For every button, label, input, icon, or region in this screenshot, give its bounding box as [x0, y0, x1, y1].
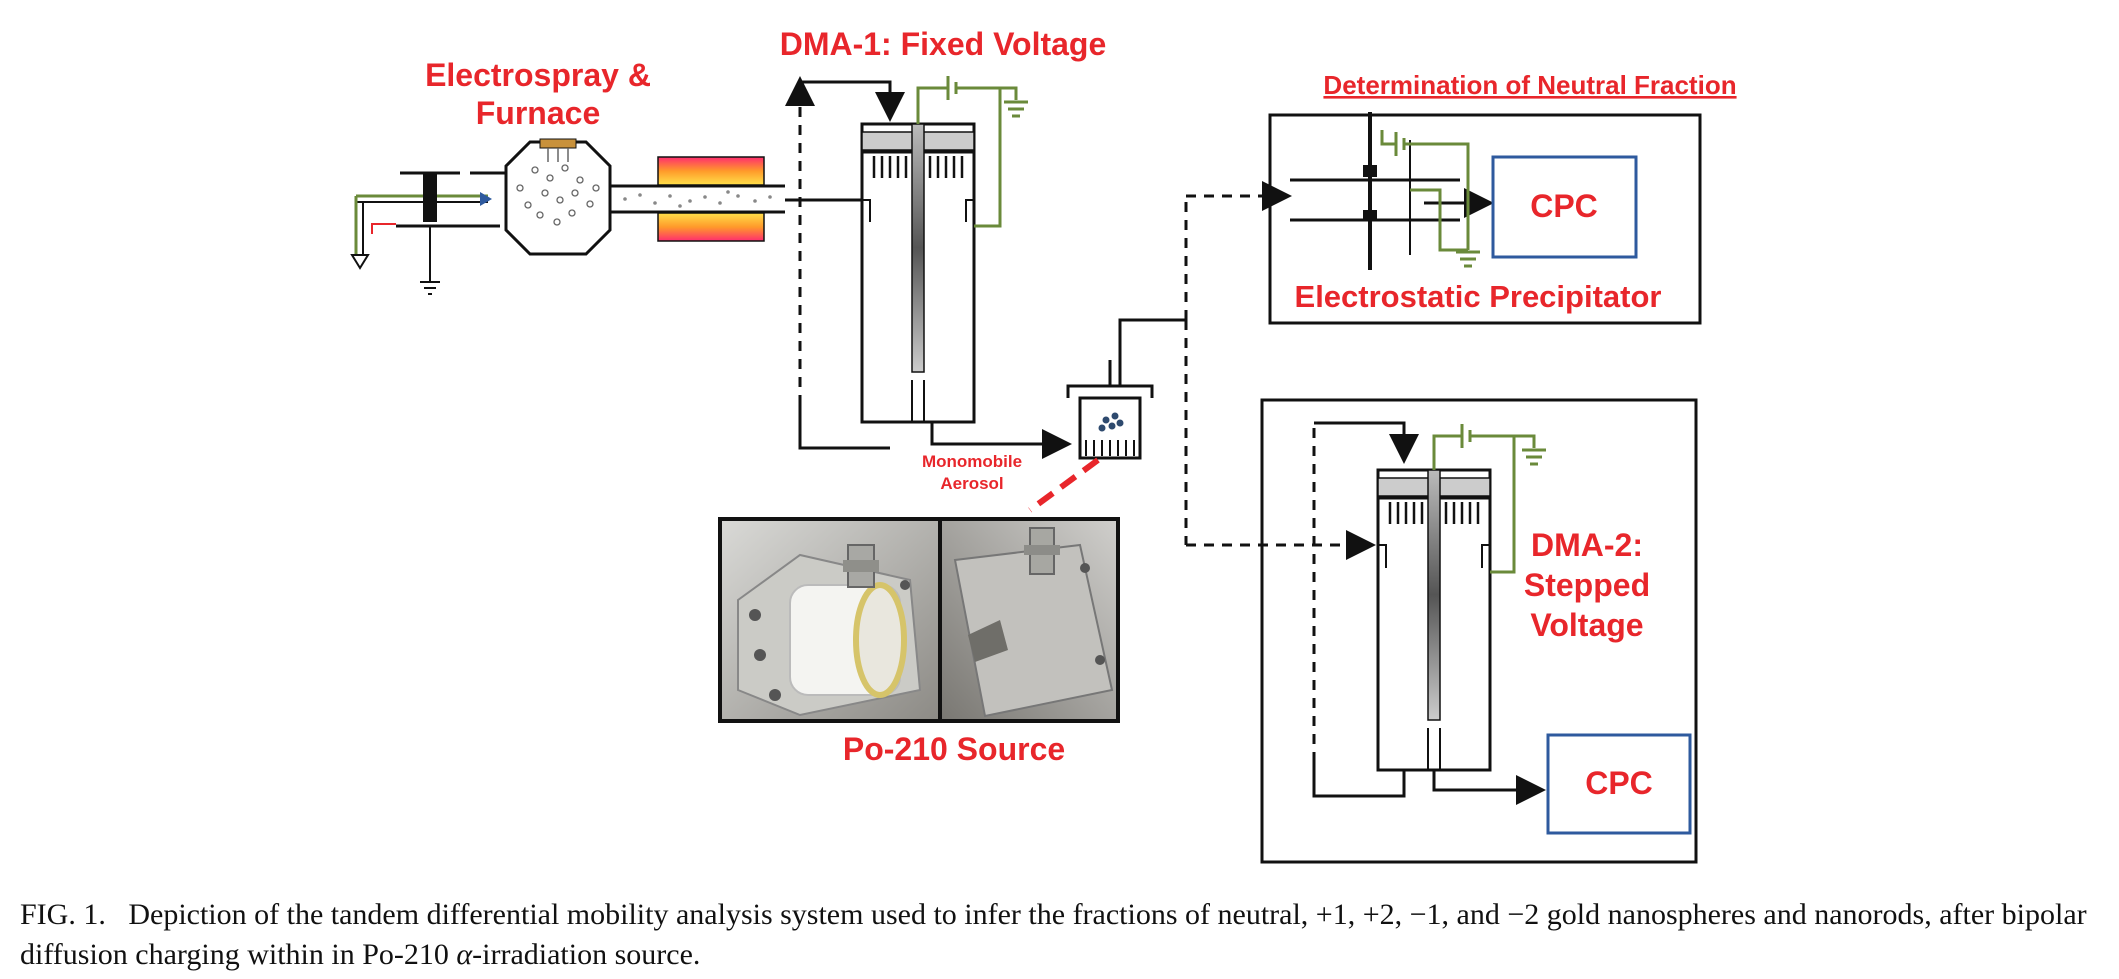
electrospray-needle [350, 192, 492, 270]
figure-caption: FIG. 1. Depiction of the tandem differen… [20, 895, 2110, 975]
caption-alpha-symbol: α [456, 938, 473, 971]
source-pointer [1028, 457, 1100, 513]
dma2-box [1260, 398, 1698, 864]
electrospray-plate [423, 172, 437, 222]
dma1-center-rod [911, 123, 925, 373]
cpc-top-label: CPC [1530, 188, 1598, 224]
dma-2-section: DMA-2: Stepped Voltage CPC [1260, 398, 1698, 864]
po210-photo-right [942, 521, 1116, 719]
dma-1: DMA-1: Fixed Voltage [780, 26, 1107, 493]
monomobile-label-line2: Aerosol [940, 474, 1003, 493]
precipitator-label: Electrostatic Precipitator [1295, 279, 1662, 314]
po210-photos: Po-210 Source [718, 517, 1120, 767]
dma2-label-line1: DMA-2: [1531, 527, 1643, 563]
electrospray-assembly: Electrospray & Furnace [350, 57, 785, 295]
electrospray-label-line1: Electrospray & [425, 57, 651, 93]
spray-chamber [504, 140, 612, 256]
precipitator-box [1268, 113, 1702, 325]
tdma-diagram: Electrospray & Furnace [350, 26, 1737, 864]
po210-label: Po-210 Source [843, 731, 1065, 767]
caption-prefix: FIG. 1. [20, 898, 106, 931]
dma2-label-line2: Stepped [1524, 567, 1650, 603]
po210-photo-left [722, 521, 938, 719]
electrospray-label-line2: Furnace [476, 95, 600, 131]
dma1-label: DMA-1: Fixed Voltage [780, 26, 1107, 62]
neutral-fraction-title: Determination of Neutral Fraction [1323, 70, 1736, 100]
spray-droplets [516, 164, 600, 226]
dma2-center-rod [1427, 469, 1441, 721]
caption-text-end: -irradiation source. [472, 938, 701, 971]
cpc-bottom-box [1546, 733, 1692, 835]
cpc-top-box [1491, 155, 1638, 259]
furnace-particles [623, 190, 772, 208]
furnace-top [657, 156, 765, 186]
bipolar-charger [1028, 360, 1154, 513]
neutral-fraction-section: Determination of Neutral Fraction CPC El… [1268, 70, 1737, 325]
furnace-bottom [657, 212, 765, 242]
cpc-bottom-label: CPC [1585, 765, 1653, 801]
dma2-label-line3: Voltage [1530, 607, 1643, 643]
dma2-high-voltage [1432, 424, 1546, 574]
dma1-high-voltage [916, 76, 1028, 228]
spray-heater [539, 138, 577, 149]
monomobile-label-line1: Monomobile [922, 452, 1022, 471]
caption-text: Depiction of the tandem differential mob… [20, 898, 2087, 971]
